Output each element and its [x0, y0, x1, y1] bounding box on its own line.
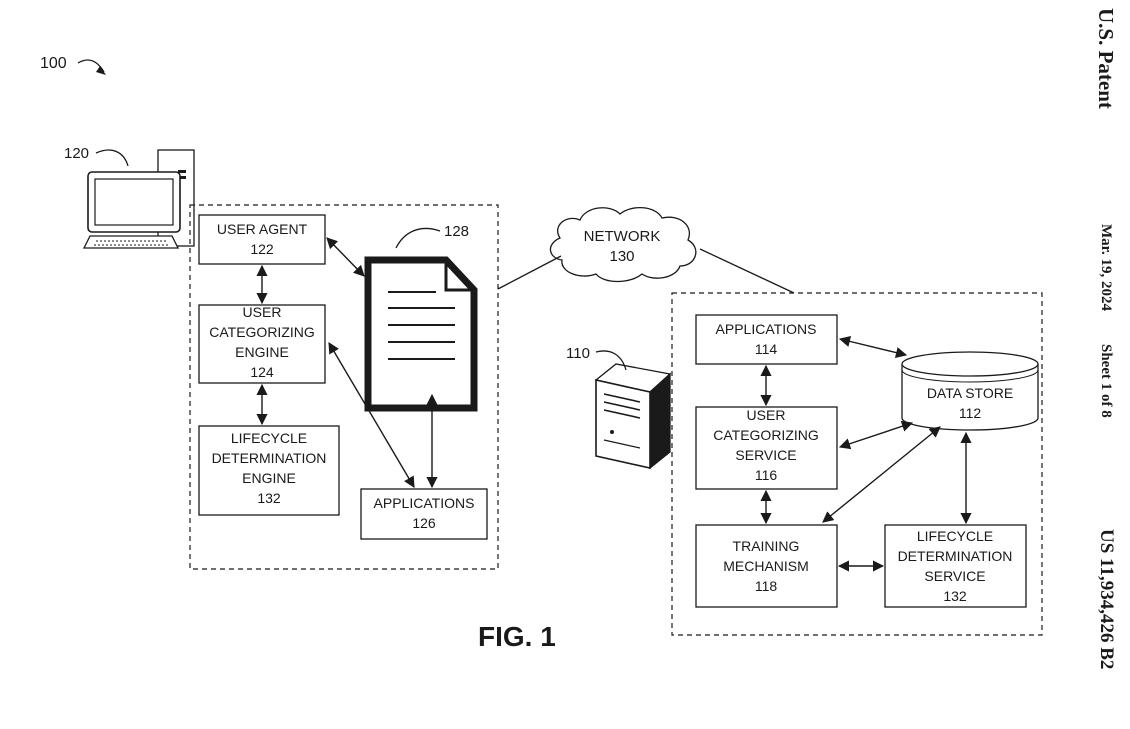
categorizing-service-line1: USER: [747, 407, 786, 423]
arrow-training-datastore: [822, 426, 941, 523]
training-mechanism-line1: TRAINING: [733, 538, 800, 554]
figure-ref-pointer: [77, 59, 105, 73]
user-agent-label: USER AGENT: [217, 221, 308, 237]
link-network-server: [699, 248, 795, 294]
categorizing-service-line3: SERVICE: [735, 447, 796, 463]
arrow-agent-document: [326, 237, 365, 277]
categorizing-engine-ref: 124: [250, 364, 274, 380]
document-icon: [364, 256, 478, 412]
patent-date: Mar. 19, 2024: [1098, 224, 1114, 311]
server-applications-box: [695, 314, 838, 365]
arrow-applications-datastore: [838, 335, 908, 359]
user-agent-box: [198, 214, 326, 265]
lifecycle-service-line2: DETERMINATION: [898, 548, 1013, 564]
document-ref-leader: [395, 227, 441, 249]
arrow-service-datastore: [838, 420, 914, 450]
document-ref: 128: [444, 223, 469, 240]
data-store-cylinder: [901, 351, 1039, 431]
categorizing-engine-line3: ENGINE: [235, 344, 289, 360]
server-icon: [594, 363, 672, 470]
training-mechanism-line2: MECHANISM: [723, 558, 809, 574]
server-applications-ref: 114: [755, 341, 778, 357]
training-mechanism-ref: 118: [755, 578, 778, 594]
arrow-engine-applications: [328, 342, 415, 488]
computer-ref: 120: [64, 145, 89, 162]
data-store-ref: 112: [959, 405, 982, 421]
network-label: NETWORK: [584, 228, 661, 245]
computer-ref-leader: [95, 149, 129, 167]
lifecycle-service-ref: 132: [943, 588, 967, 604]
server-ref: 110: [566, 345, 590, 362]
patent-publisher: U.S. Patent: [1094, 8, 1118, 109]
server-boundary: [671, 292, 1043, 636]
client-applications-label: APPLICATIONS: [374, 495, 475, 511]
patent-sheet: Sheet 1 of 8: [1098, 344, 1114, 418]
server-ref-leader: [595, 350, 627, 371]
server-applications-label: APPLICATIONS: [716, 321, 817, 337]
categorizing-engine-box: [198, 304, 326, 384]
user-agent-ref: 122: [250, 241, 274, 257]
client-applications-ref: 126: [412, 515, 436, 531]
figure-ref-arrowhead: [96, 66, 106, 75]
figure-ref: 100: [40, 55, 67, 72]
categorizing-engine-line2: CATEGORIZING: [209, 324, 315, 340]
categorizing-service-ref: 116: [755, 467, 778, 483]
lifecycle-service-line1: LIFECYCLE: [917, 528, 993, 544]
data-store-label: DATA STORE: [927, 385, 1013, 401]
client-boundary: [189, 204, 499, 570]
categorizing-engine-line1: USER: [243, 304, 282, 320]
lifecycle-service-line3: SERVICE: [924, 568, 985, 584]
lifecycle-service-box: [884, 524, 1027, 608]
network-cloud: [549, 207, 697, 283]
lifecycle-engine-line3: ENGINE: [242, 470, 296, 486]
patent-number: US 11,934,426 B2: [1096, 529, 1117, 670]
categorizing-service-box: [695, 406, 838, 490]
lifecycle-engine-ref: 132: [257, 490, 281, 506]
network-ref: 130: [609, 248, 634, 265]
link-client-network: [497, 255, 562, 290]
client-applications-box: [360, 488, 488, 540]
computer-icon: [82, 149, 195, 249]
categorizing-service-line2: CATEGORIZING: [713, 427, 819, 443]
training-mechanism-box: [695, 524, 838, 608]
lifecycle-engine-line2: DETERMINATION: [212, 450, 327, 466]
figure-caption: FIG. 1: [478, 621, 556, 652]
lifecycle-engine-line1: LIFECYCLE: [231, 430, 307, 446]
